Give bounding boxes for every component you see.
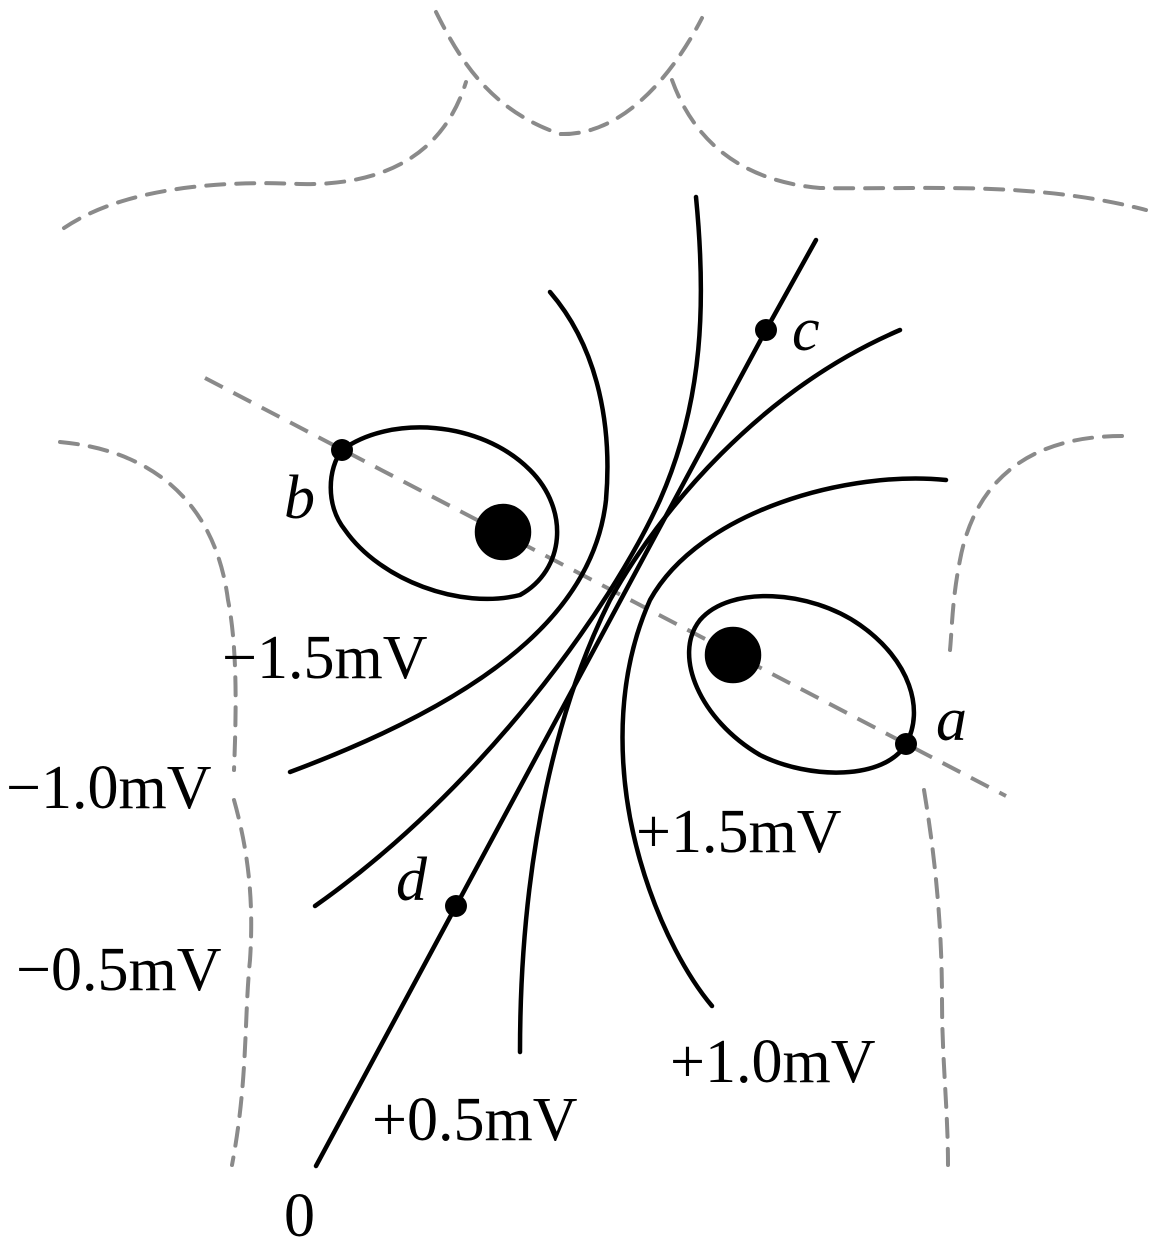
neck-outline [434, 10, 704, 137]
contour-neg-1-0 [287, 289, 610, 775]
contour-neg-0-5 [312, 194, 704, 909]
right-side-outline [922, 788, 950, 1167]
marked-points: a b c d [284, 296, 967, 917]
label-pos-1-5: +1.5mV [636, 798, 842, 866]
label-neg-0-5: −0.5mV [16, 936, 222, 1004]
label-zero: 0 [284, 1182, 315, 1246]
contour-neg-1-5-loop [328, 425, 560, 602]
contour-zero [313, 237, 819, 1169]
electrode-axis-line [204, 376, 1007, 798]
point-d-dot [445, 895, 467, 917]
point-c-dot [755, 319, 777, 341]
label-pos-0-5: +0.5mV [372, 1086, 578, 1154]
contour-pos-1-0 [620, 476, 949, 1009]
point-a-label: a [936, 686, 967, 754]
label-neg-1-0: −1.0mV [6, 754, 212, 822]
label-neg-1-5: −1.5mV [222, 624, 428, 692]
shoulder-right-outline [670, 78, 1148, 212]
left-side-outline [230, 798, 254, 1167]
point-d-label: d [396, 846, 428, 914]
point-b-label: b [284, 464, 315, 532]
point-c-label: c [792, 296, 820, 364]
equipotential-lines [287, 194, 949, 1169]
potential-labels: −1.5mV −1.0mV −0.5mV 0 +0.5mV +1.0mV +1.… [6, 624, 876, 1246]
right-armpit-outline [948, 434, 1124, 652]
left-armpit-outline [58, 440, 238, 772]
point-b-dot [331, 439, 353, 461]
body-outline [58, 10, 1148, 1167]
negative-center-circle [474, 503, 532, 561]
point-a-dot [895, 733, 917, 755]
shoulder-left-outline [62, 80, 468, 230]
label-pos-1-0: +1.0mV [670, 1028, 876, 1096]
contour-pos-1-5-loop [686, 594, 917, 775]
contour-pos-0-5 [517, 327, 903, 1055]
positive-center-circle [704, 626, 762, 684]
